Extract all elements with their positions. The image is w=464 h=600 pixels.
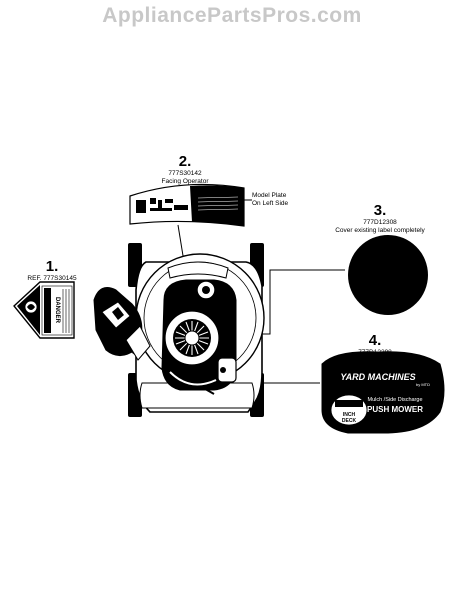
- callout-1-ref: REF. 777S30145: [27, 275, 77, 283]
- model-plate-line1: Model Plate: [252, 192, 287, 199]
- callout-3-part: 777D12308: [363, 219, 397, 227]
- danger-text-lines: [62, 289, 70, 333]
- decal-brand: YARD MACHINES: [340, 372, 415, 382]
- model-plate-line2: On Left Side: [252, 199, 289, 207]
- engine-decal: [129, 183, 245, 227]
- callout-2: 2. 777S30142 Facing Operator: [145, 153, 225, 185]
- decal-size-line1: INCH: [343, 412, 356, 418]
- callout-4-number: 4.: [368, 332, 382, 349]
- decal-product: Mulch /Side Discharge: [367, 397, 422, 403]
- callout-3-note: Cover existing label completely: [335, 226, 425, 234]
- callout-2-part: 777S30142: [168, 170, 202, 178]
- decal-size-line2: DECK: [342, 418, 357, 424]
- yard-machines-decal: YARD MACHINES by MTD Mulch /Side Dischar…: [321, 351, 445, 434]
- callout-2-note: Facing Operator: [161, 177, 209, 185]
- discharge-chute: [93, 287, 151, 361]
- decal-by: by MTD: [416, 382, 430, 387]
- decal-type: PUSH MOWER: [367, 405, 423, 414]
- danger-word: DANGER: [54, 297, 60, 324]
- callout-3-number: 3.: [373, 202, 387, 219]
- watermark: AppliancePartsPros.com: [102, 4, 362, 27]
- model-plate-note: Model Plate On Left Side: [252, 192, 312, 208]
- cover-label: [348, 235, 428, 315]
- danger-decal: DANGER: [13, 281, 75, 339]
- callout-2-number: 2.: [178, 153, 192, 170]
- callout-3: 3. 777D12308 Cover existing label comple…: [320, 202, 440, 234]
- callout-1-number: 1.: [45, 258, 59, 275]
- decal-size-box: [335, 400, 363, 407]
- engine-decal-symbols: [136, 198, 188, 213]
- engine: [161, 279, 237, 391]
- engine-decal-text-lines: [197, 196, 239, 211]
- callout-1: 1. REF. 777S30145: [18, 258, 86, 283]
